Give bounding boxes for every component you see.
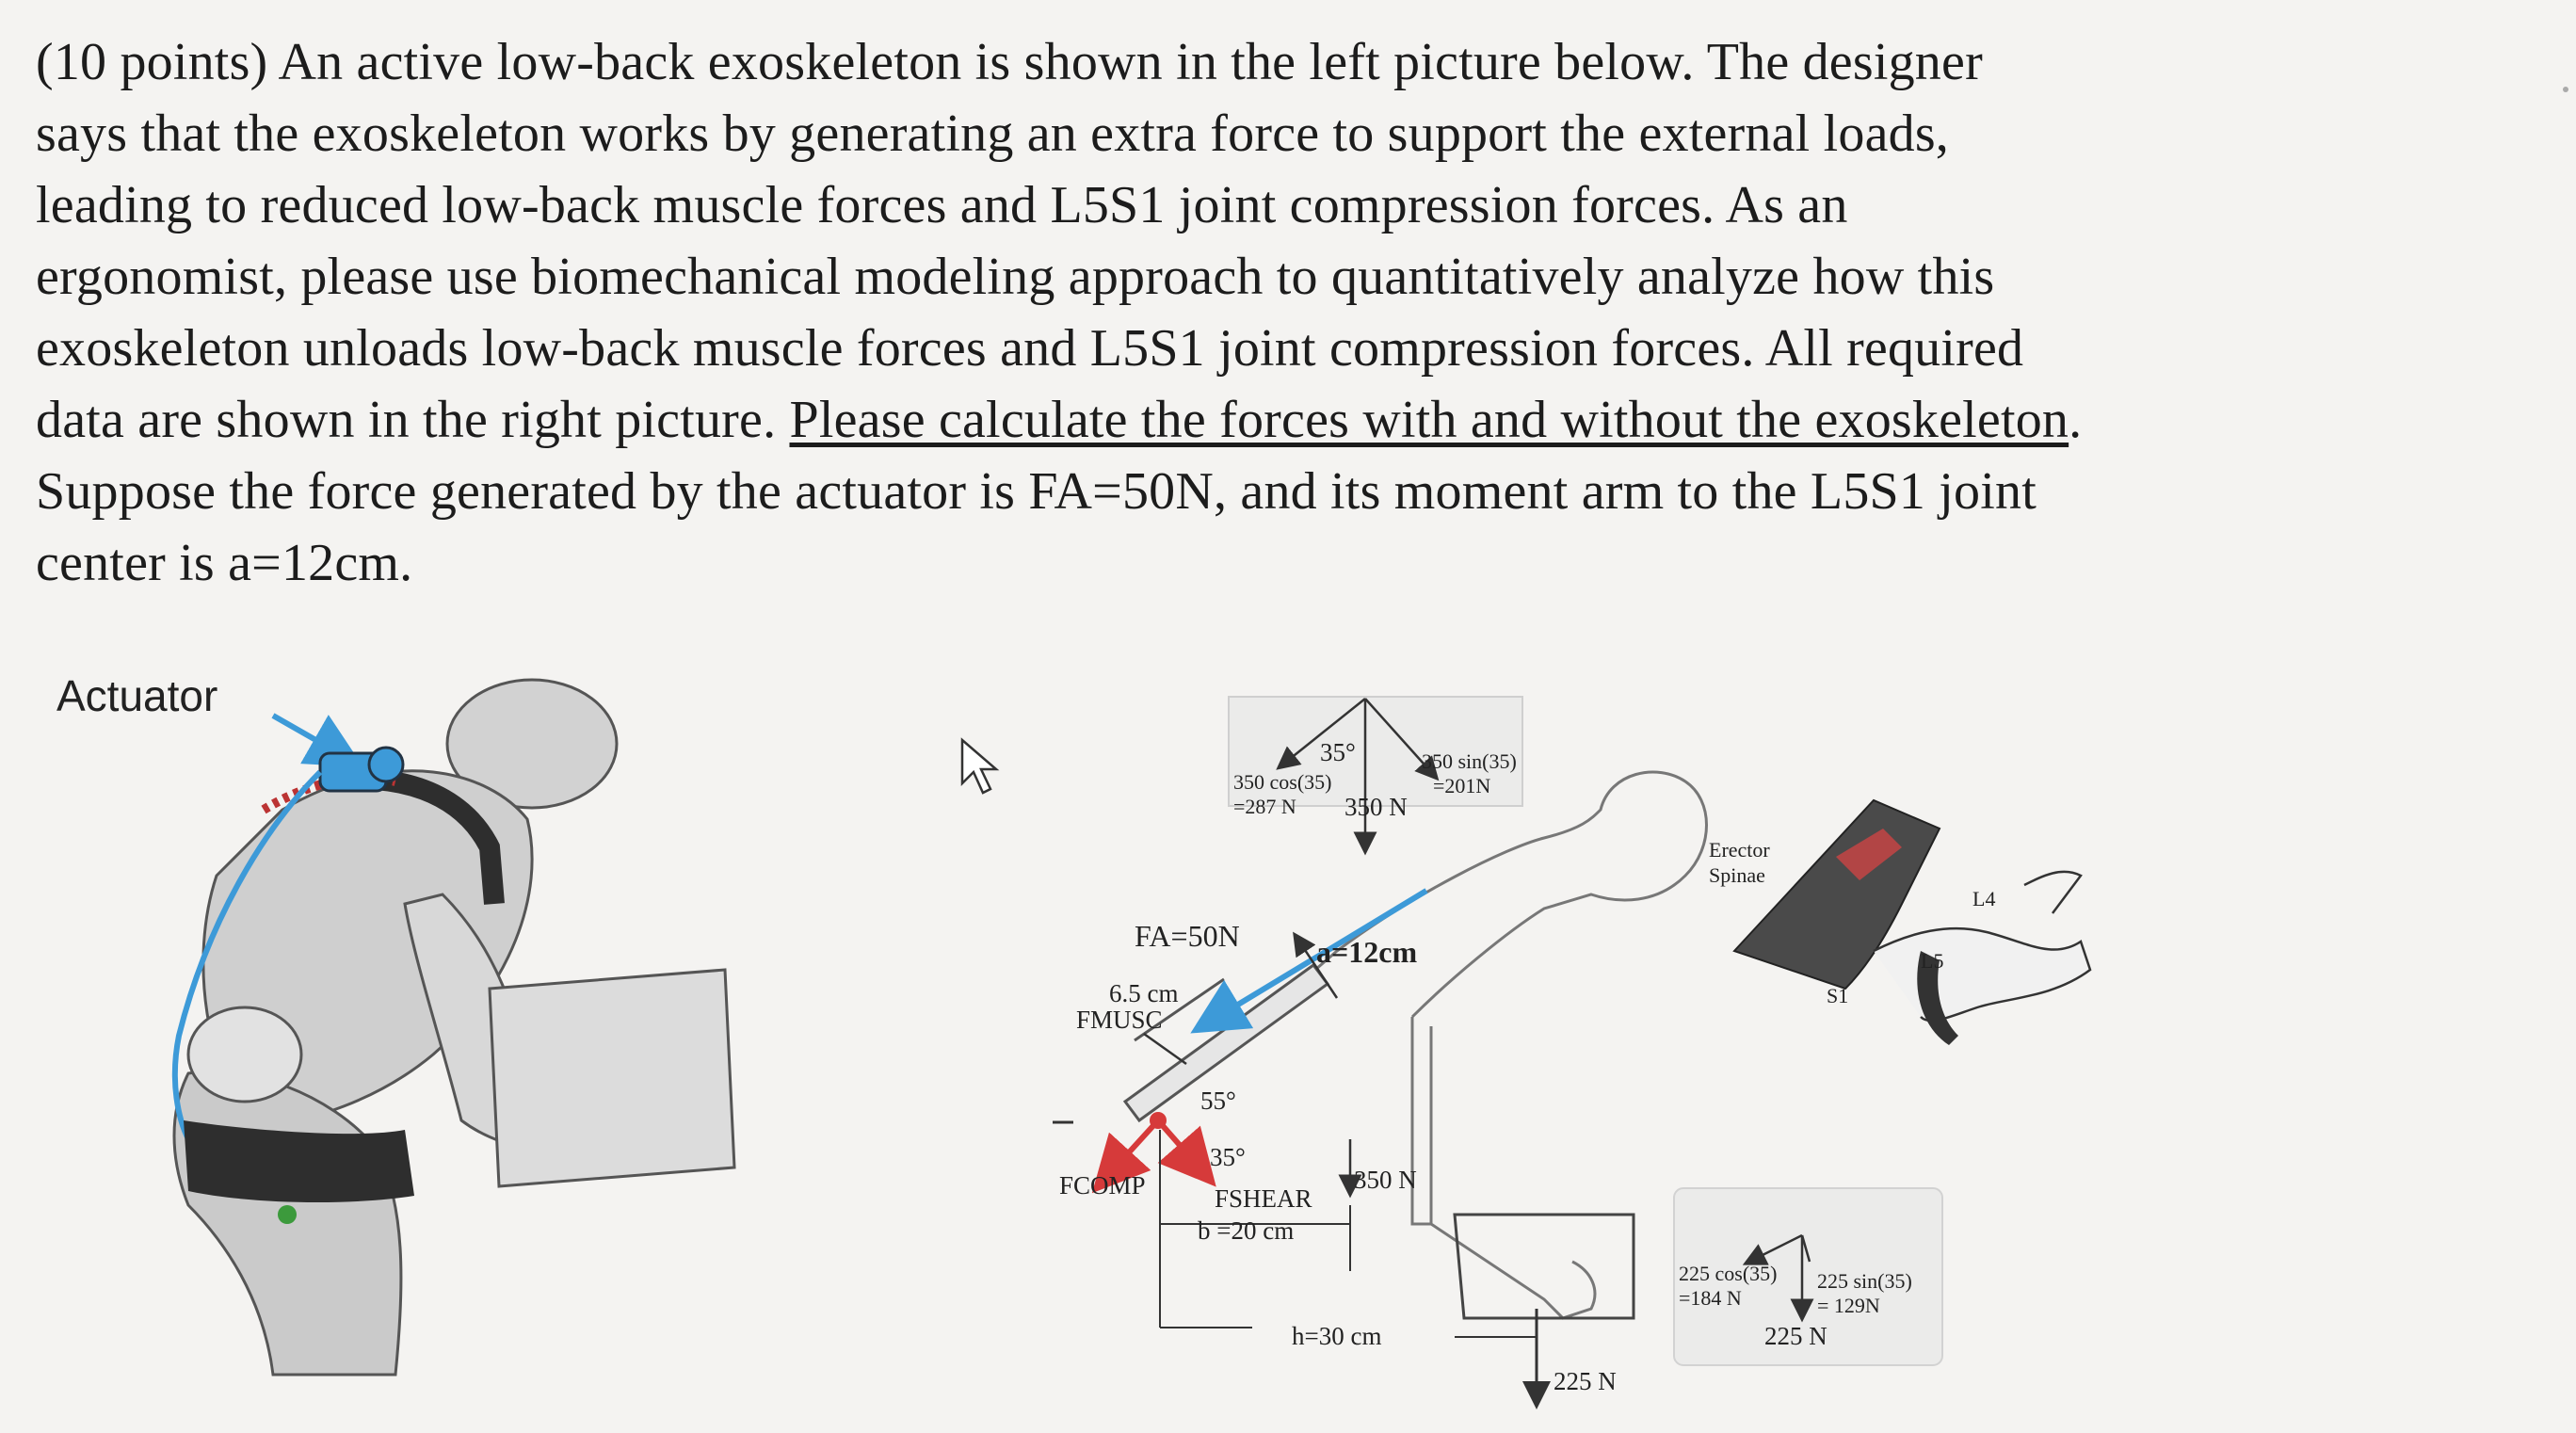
actuator-motor (367, 746, 405, 783)
l4-label: L4 (1972, 887, 1995, 910)
b-dimension-label: b =20 cm (1198, 1216, 1294, 1245)
a-moment-arm-label: a=12cm (1316, 935, 1417, 969)
cos-component-arrow (1276, 698, 1366, 770)
carried-box (488, 968, 736, 1188)
problem-line-4: ergonomist, please use biomechanical mod… (36, 248, 1995, 306)
bottom-force-label: 225 N (1764, 1322, 1827, 1350)
top-cos-value: =287 N (1233, 795, 1296, 818)
waist-belt (184, 1120, 414, 1202)
problem-line-8: center is a=12cm. (36, 534, 413, 592)
hand-load-label: 225 N (1554, 1367, 1617, 1395)
problem-line-5: exoskeleton unloads low-back muscle forc… (36, 319, 2024, 378)
bottom-cos-label: 225 cos(35) (1679, 1262, 1777, 1285)
actuator-pointer-arrow (271, 713, 364, 767)
trunk-weight-label: 350 N (1354, 1166, 1417, 1194)
fmusc-label: FMUSC (1076, 1006, 1163, 1034)
bottom-sin-label: 225 sin(35) (1817, 1269, 1912, 1293)
top-force-label: 350 N (1344, 793, 1408, 821)
buttock (186, 1006, 303, 1103)
hand-cos-arrow (1742, 1233, 1803, 1265)
fcomp-label: FCOMP (1059, 1171, 1146, 1200)
problem-line-7: Suppose the force generated by the actua… (36, 462, 2037, 521)
top-sin-value: =201N (1433, 774, 1490, 797)
mouse-cursor-icon (960, 737, 1000, 795)
biomechanical-model: 35° 350 cos(35) =287 N 350 sin(35) =201N… (1053, 696, 1708, 1409)
compression-force-arrow (1091, 1118, 1161, 1194)
l5s1-joint (1150, 1112, 1167, 1129)
bottom-sin-value: = 129N (1817, 1294, 1880, 1317)
figure-arm (1410, 1017, 1433, 1226)
spine-detail: Erector Spinae L4 L5 S1 225 cos(35) =184… (1673, 798, 2092, 1366)
spinae-label: Spinae (1709, 863, 1765, 887)
muscle-highlight (1836, 829, 1902, 880)
head (445, 678, 619, 810)
load-box (1453, 1213, 1635, 1320)
shear-force-arrow (1155, 1119, 1216, 1187)
fshear-label: FSHEAR (1215, 1184, 1312, 1213)
angle-55-label: 55° (1200, 1087, 1236, 1115)
bottom-cos-value: =184 N (1679, 1286, 1742, 1310)
s1-label: S1 (1827, 984, 1848, 1007)
figure-hand (1430, 1222, 1597, 1320)
thigh-attachment (278, 1205, 297, 1224)
actuator-cable (171, 769, 323, 1141)
problem-line-6-suffix: . (2069, 391, 2083, 449)
fa-label: FA=50N (1135, 919, 1240, 953)
actuator-label: Actuator (56, 671, 218, 720)
erector-label: Erector (1709, 838, 1770, 861)
problem-line-1: (10 points) An active low-back exoskelet… (36, 33, 1983, 91)
angle-35-label: 35° (1210, 1143, 1246, 1171)
vertebra-l5 (1873, 926, 2092, 1022)
problem-line-6: data are shown in the right picture. Ple… (36, 384, 2173, 456)
hand-sin-arrow (1800, 1234, 1811, 1263)
fmusc-tick (1143, 1032, 1187, 1066)
top-sin-label: 350 sin(35) (1422, 749, 1517, 773)
h-dimension-label: h=30 cm (1292, 1322, 1381, 1350)
sacrum-contour (1917, 951, 1958, 1045)
vertebra-l4 (2023, 870, 2083, 914)
l5-label: L5 (1921, 949, 1943, 973)
problem-statement: (10 points) An active low-back exoskelet… (36, 26, 2173, 599)
exoskeleton-illustration (171, 678, 736, 1377)
problem-line-3: leading to reduced low-back muscle force… (36, 176, 1848, 234)
hand-force-box (1673, 1187, 1943, 1366)
bent-figure-outline (1157, 770, 1708, 1108)
top-angle-label: 35° (1320, 738, 1356, 766)
actuator-force-arrow (1190, 888, 1428, 1034)
muscle-moment-arm-label: 6.5 cm (1109, 979, 1179, 1007)
sin-component-arrow (1364, 698, 1440, 781)
problem-line-6-underlined: Please calculate the forces with and wit… (789, 391, 2069, 449)
problem-line-6-prefix: data are shown in the right picture. (36, 391, 790, 449)
moment-arm-arrow (1293, 931, 1339, 999)
problem-line-2: says that the exoskeleton works by gener… (36, 105, 1950, 163)
top-cos-label: 350 cos(35) (1233, 770, 1331, 794)
scroll-indicator (2563, 87, 2568, 92)
